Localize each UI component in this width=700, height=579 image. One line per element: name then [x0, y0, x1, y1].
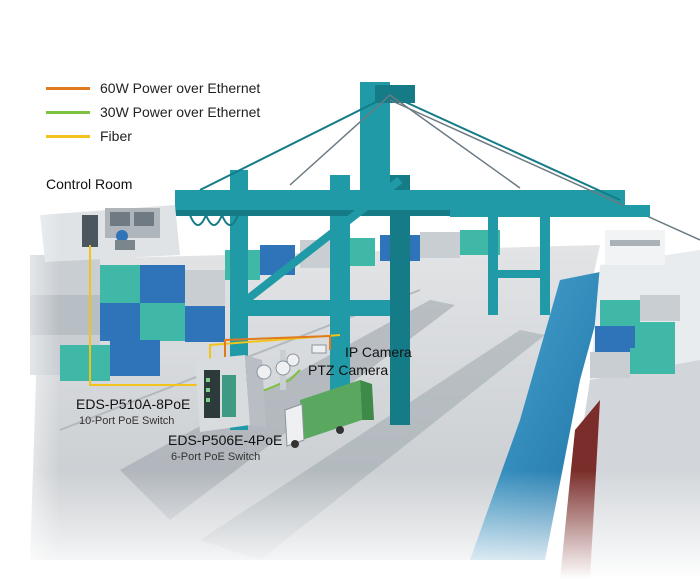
ptz-camera: [256, 350, 300, 390]
poe-60w-link: [224, 334, 331, 365]
legend-item-60w: 60W Power over Ethernet: [46, 76, 260, 100]
legend-swatch-30w: [46, 110, 90, 114]
switch-b-model-label: EDS-P506E-4PoE: [168, 432, 283, 448]
switch-a-desc-label: 10-Port PoE Switch: [79, 415, 175, 427]
truck: [284, 380, 374, 448]
ip-camera: [311, 344, 327, 354]
legend-label-30w: 30W Power over Ethernet: [100, 104, 261, 120]
legend-label-fiber: Fiber: [100, 128, 132, 144]
legend-item-fiber: Fiber: [46, 124, 260, 148]
switch-a-model-label: EDS-P510A-8PoE: [76, 396, 191, 412]
legend-swatch-fiber: [46, 134, 90, 138]
switch-cabinet: [195, 355, 266, 432]
legend-swatch-60w: [46, 86, 90, 90]
legend-item-30w: 30W Power over Ethernet: [46, 100, 260, 124]
control-room: [40, 205, 180, 262]
switch-b-desc-label: 6-Port PoE Switch: [171, 451, 261, 463]
ip-camera-label: IP Camera: [345, 344, 412, 360]
legend-label-60w: 60W Power over Ethernet: [100, 80, 261, 96]
legend: 60W Power over Ethernet 30W Power over E…: [46, 76, 260, 148]
control-room-label: Control Room: [46, 176, 133, 192]
gantry-crane-distant: [450, 205, 650, 315]
ptz-camera-label: PTZ Camera: [308, 362, 389, 378]
